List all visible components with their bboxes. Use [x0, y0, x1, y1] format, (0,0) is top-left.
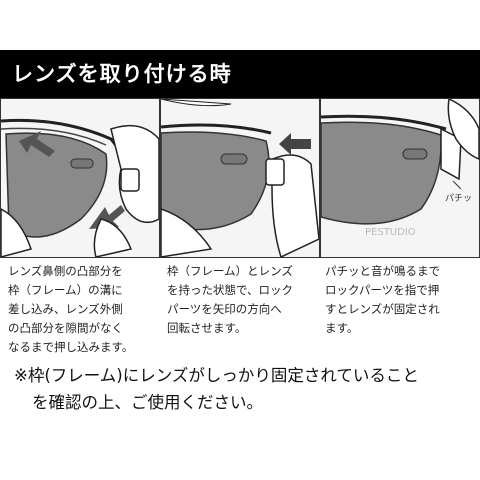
- step-2-text: 枠（フレーム）とレンズ を持った状態で、ロック パーツを矢印の方向へ 回転させま…: [167, 262, 317, 338]
- step-3-line: ロックパーツを指で押: [325, 283, 440, 297]
- step-2-line: 回転させます。: [167, 321, 247, 335]
- caution-note: ※枠(フレーム)にレンズがしっかり固定されていること を確認の上、ご使用ください…: [14, 362, 474, 416]
- instructions: レンズ鼻側の凸部分を 枠（フレーム）の溝に 差し込み、レンズ外側 の凸部分を隙間…: [0, 262, 480, 357]
- step-1-line: 差し込み、レンズ外側: [8, 302, 123, 316]
- step-3-line: パチッと音が鳴るまで: [325, 264, 440, 278]
- step-3-text: パチッと音が鳴るまで ロックパーツを指で押 すとレンズが固定され ます。: [325, 262, 475, 338]
- watermark-text: PESTUDIO: [365, 227, 416, 238]
- step-1-text: レンズ鼻側の凸部分を 枠（フレーム）の溝に 差し込み、レンズ外側 の凸部分を隙間…: [8, 262, 158, 357]
- section-title: レンズを取り付ける時: [0, 50, 480, 98]
- step-3-line: ます。: [325, 321, 359, 335]
- caution-note-line-2: を確認の上、ご使用ください。: [32, 393, 263, 412]
- illustration-step-1: [0, 98, 160, 258]
- step-2-line: パーツを矢印の方向へ: [167, 302, 282, 316]
- step-2-line: 枠（フレーム）とレンズ: [167, 264, 293, 278]
- step-1-line: なるまで押し込みます。: [8, 340, 134, 354]
- illustration-step-3: パチッ PESTUDIO: [320, 98, 480, 258]
- illustration-step-2: [160, 98, 320, 258]
- step-3-line: すとレンズが固定され: [325, 302, 440, 316]
- step-1-line: レンズ鼻側の凸部分を: [8, 264, 123, 278]
- step-1-line: 枠（フレーム）の溝に: [8, 283, 123, 297]
- step-1-line: の凸部分を隙間がなく: [8, 321, 123, 335]
- step-2-line: を持った状態で、ロック: [167, 283, 294, 297]
- sound-label: パチッ: [445, 193, 472, 204]
- caution-note-line-1: ※枠(フレーム)にレンズがしっかり固定されていること: [14, 366, 419, 385]
- illustration-panels: パチッ PESTUDIO: [0, 98, 480, 258]
